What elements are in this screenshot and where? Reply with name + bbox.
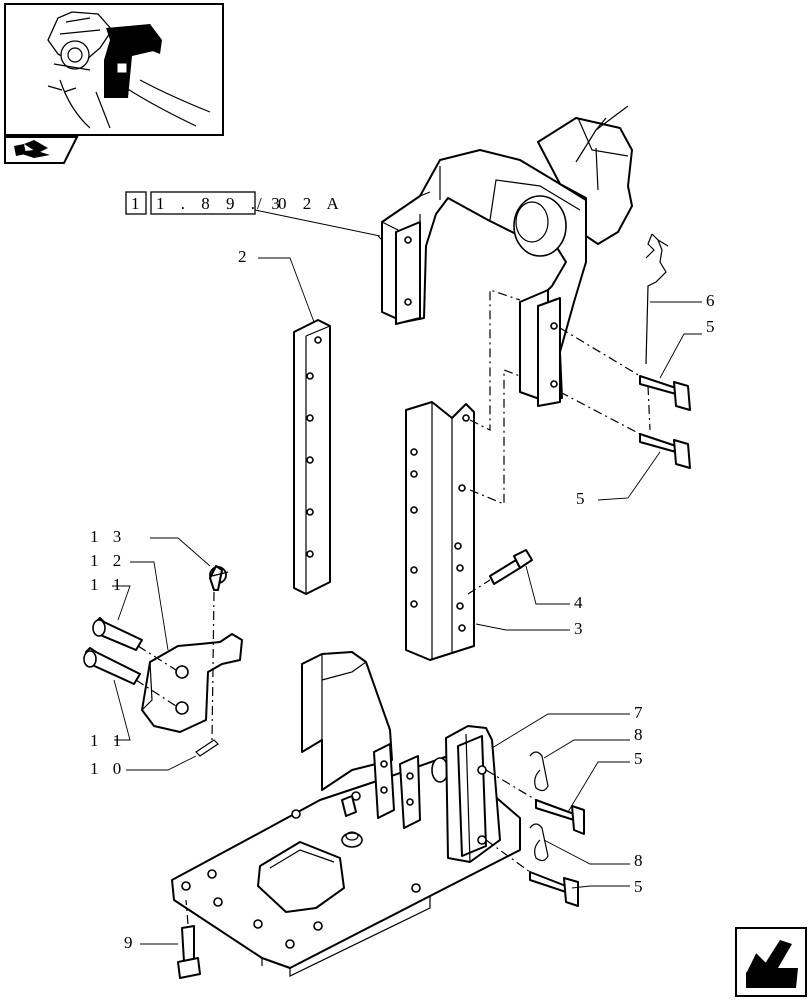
lower-mounting-plate[interactable]: [171, 651, 521, 977]
callout-4: 4: [574, 593, 588, 612]
callout-8b: 8: [634, 851, 648, 870]
callout-6: 6: [706, 291, 720, 310]
part-11-pin-lower[interactable]: [83, 647, 141, 685]
ref-box1: 1: [131, 194, 146, 213]
part-5-pin-plate-upper[interactable]: [535, 799, 585, 835]
callout-5c: 5: [634, 749, 648, 768]
part-5-pin-plate-lower[interactable]: [529, 871, 579, 907]
part-11-pin-upper[interactable]: [92, 617, 143, 651]
callout-7: 7: [634, 703, 648, 722]
reference-code[interactable]: 1 1 . 8 9 . 3 / 0 2 A: [125, 191, 381, 237]
part-13-lynch-pin[interactable]: [209, 565, 229, 591]
pencil-book-icon[interactable]: [4, 136, 79, 164]
part-8-clip-upper[interactable]: [529, 751, 549, 792]
callout-11b: 1 1: [90, 731, 126, 750]
part-12-clevis-plate[interactable]: [141, 633, 243, 733]
part-8-clip-lower[interactable]: [529, 823, 549, 862]
callout-9: 9: [124, 933, 138, 952]
ref-box2: 1 . 8 9 . 3: [156, 194, 286, 213]
part-3-channel-bar[interactable]: [405, 401, 475, 661]
callout-5d: 5: [634, 877, 648, 896]
tractor-locator-thumbnail: [4, 3, 224, 136]
part-2-plate[interactable]: [293, 319, 331, 595]
part-4-bolt[interactable]: [489, 549, 533, 585]
part-9-bolt[interactable]: [177, 925, 201, 979]
part-10-clip[interactable]: [195, 739, 219, 757]
arrow-back-icon[interactable]: [735, 927, 807, 997]
upper-hitch-bracket[interactable]: [381, 105, 633, 407]
callout-5b: 5: [576, 489, 590, 508]
callout-12: 1 2: [90, 551, 126, 570]
part-6-clip[interactable]: [645, 233, 669, 365]
callout-5a: 5: [706, 317, 720, 336]
part-5-pin-lower[interactable]: [639, 433, 691, 469]
ref-suffix: / 0 2 A: [257, 194, 345, 213]
callout-11a: 1 1: [90, 575, 126, 594]
callout-3: 3: [574, 619, 588, 638]
callout-10: 1 0: [90, 759, 126, 778]
callout-2: 2: [238, 247, 252, 266]
callout-13: 1 3: [90, 527, 126, 546]
part-5-pin-upper[interactable]: [639, 375, 691, 411]
callout-8a: 8: [634, 725, 648, 744]
